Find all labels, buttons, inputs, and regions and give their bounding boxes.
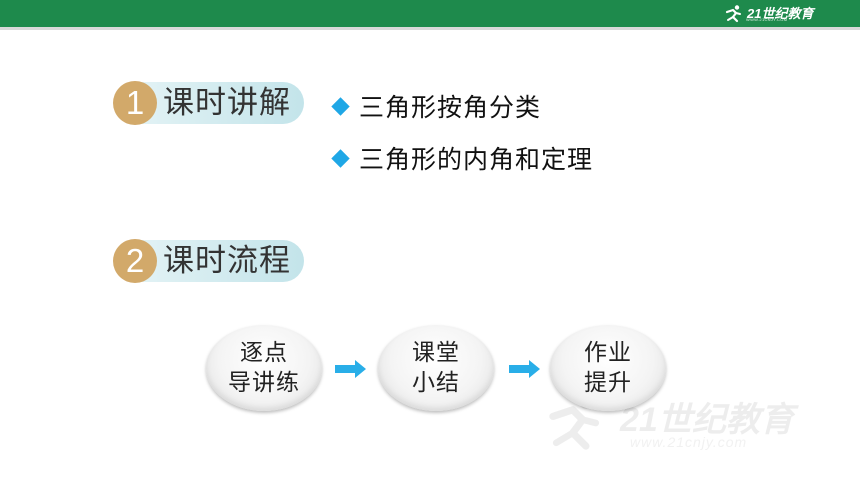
diamond-bullet-icon xyxy=(331,148,350,168)
diamond-bullet-icon xyxy=(331,96,350,116)
bullet-text: 三角形按角分类 xyxy=(359,93,542,122)
step-bubble-2: 课堂 小结 xyxy=(378,325,494,411)
step-line2: 导讲练 xyxy=(228,370,300,396)
step-line1: 逐点 xyxy=(240,340,288,366)
section2-title: 课时流程 xyxy=(163,243,291,279)
section2-number-badge: 2 xyxy=(113,239,157,283)
top-bar: 21世纪教育 WWW.21CNJY.COM xyxy=(0,0,860,27)
logo-text: 21世纪教育 xyxy=(747,6,814,21)
bullet-text: 三角形的内角和定理 xyxy=(359,145,594,174)
watermark: 21世纪教育 www.21cnjy.com xyxy=(530,390,830,460)
arrow-right-icon xyxy=(335,360,366,378)
runner-logo-icon xyxy=(725,5,741,23)
step-line2: 提升 xyxy=(584,370,632,396)
step-line1: 作业 xyxy=(584,340,632,366)
step-line1: 课堂 xyxy=(412,340,460,366)
watermark-text: 21世纪教育 xyxy=(620,401,794,439)
watermark-subtext: www.21cnjy.com xyxy=(630,434,748,450)
logo-subtext: WWW.21CNJY.COM xyxy=(746,17,788,22)
step-bubble-1: 逐点 导讲练 xyxy=(206,325,322,411)
site-logo: 21世纪教育 WWW.21CNJY.COM xyxy=(724,3,813,25)
step-line2: 小结 xyxy=(412,370,460,396)
section1-number-badge: 1 xyxy=(113,81,157,125)
bullet-item: 三角形的内角和定理 xyxy=(330,140,593,176)
section1-title: 课时讲解 xyxy=(163,85,291,121)
arrow-right-icon xyxy=(509,360,540,378)
bullet-item: 三角形按角分类 xyxy=(330,88,541,124)
step-bubble-3: 作业 提升 xyxy=(550,325,666,411)
top-bar-divider xyxy=(0,27,860,30)
